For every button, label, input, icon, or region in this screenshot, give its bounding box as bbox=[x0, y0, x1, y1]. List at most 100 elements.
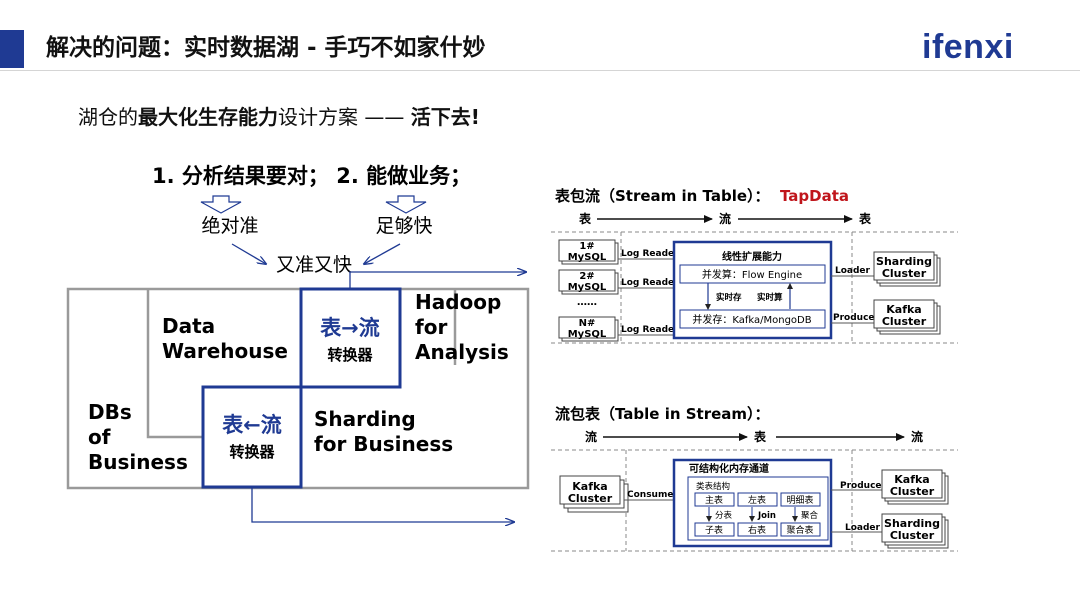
hadoop-line1: Hadoop bbox=[415, 290, 501, 314]
mysql-2-num: 2# bbox=[579, 271, 594, 282]
t2s-title: 表→流 bbox=[320, 316, 380, 340]
consumer-label: Consumer bbox=[627, 490, 678, 500]
sharding-line2: Cluster bbox=[882, 267, 927, 280]
engine-box2: 并发存：Kafka/MongoDB bbox=[692, 313, 811, 326]
mysql-n-box bbox=[558, 316, 616, 339]
in-kafka-line1: Kafka bbox=[572, 480, 607, 493]
subtitle-bold-1: 最大化生存能力 bbox=[138, 105, 278, 129]
engine-title: 线性扩展能力 bbox=[722, 250, 782, 263]
tis-flow-1: 表 bbox=[753, 429, 767, 444]
hadoop-line3: Analysis bbox=[415, 340, 509, 364]
mysql-n-name: MySQL bbox=[568, 329, 607, 340]
kafka-line1: Kafka bbox=[886, 303, 921, 316]
op-1: Join bbox=[757, 511, 776, 521]
out-sharding-line1: Sharding bbox=[884, 517, 940, 530]
mysql-1-name: MySQL bbox=[568, 252, 607, 263]
store-label: 实时存 bbox=[716, 292, 742, 303]
left-lakehouse-diagram: 1. 分析结果要对； 2. 能做业务； 绝对准 足够快 又准又快 Data Wa… bbox=[66, 164, 530, 522]
log-reader-label: Log Reader bbox=[621, 278, 679, 288]
arrow-to-stream-in-table bbox=[349, 272, 526, 289]
row1-1: 左表 bbox=[748, 494, 766, 506]
sit-flow-0: 表 bbox=[578, 211, 592, 226]
log-reader-label: Log Reader bbox=[621, 249, 679, 259]
tis-flow-2: 流 bbox=[911, 429, 923, 444]
dbs-line3: Business bbox=[88, 450, 188, 474]
tis-flow-0: 流 bbox=[585, 429, 597, 444]
dbs-line2: of bbox=[88, 425, 111, 449]
flow-engine-box bbox=[679, 264, 826, 284]
stream-to-table-converter bbox=[201, 385, 303, 489]
log-reader-label: Log Reader bbox=[621, 325, 679, 335]
in-kafka-cluster-box bbox=[559, 475, 621, 505]
out-kafka-cluster-box bbox=[881, 469, 943, 499]
dw-line1: Data bbox=[162, 314, 215, 338]
tis-producer-label: Producer bbox=[840, 481, 887, 491]
out-kafka-line2: Cluster bbox=[890, 485, 935, 498]
mysql-n-num: N# bbox=[579, 318, 596, 329]
sharding-line1: Sharding bbox=[876, 255, 932, 268]
in-kafka-line2: Cluster bbox=[568, 492, 613, 505]
tis-title: 流包表（Table in Stream）： bbox=[555, 405, 770, 423]
goals-text: 1. 分析结果要对； 2. 能做业务； bbox=[152, 164, 471, 188]
sharding-cluster-box bbox=[873, 251, 935, 281]
both-label: 又准又快 bbox=[276, 254, 352, 276]
kafka-cluster-box bbox=[873, 299, 935, 329]
sharding-line2: for Business bbox=[314, 432, 453, 456]
mysql-2-name: MySQL bbox=[568, 282, 607, 293]
t2s-sub: 转换器 bbox=[327, 346, 373, 364]
row2-2: 聚合表 bbox=[786, 524, 813, 536]
subtitle-prefix: 湖仓的 bbox=[78, 105, 138, 129]
loader-label: Loader bbox=[835, 266, 871, 276]
left-table-cell bbox=[737, 492, 778, 507]
hadoop-line2: for bbox=[415, 315, 447, 339]
s2t-title: 表←流 bbox=[222, 413, 282, 437]
channel-title: 可结构化内存通道 bbox=[689, 462, 769, 475]
sit-flow-2: 表 bbox=[858, 211, 872, 226]
arrow-icon bbox=[231, 243, 266, 264]
sharding-line1: Sharding bbox=[314, 407, 416, 431]
down-arrow-icon bbox=[385, 195, 427, 214]
down-arrow-icon bbox=[200, 195, 242, 214]
kafka-mongo-box bbox=[679, 309, 826, 329]
sit-brand: TapData bbox=[780, 187, 849, 205]
s2t-sub: 转换器 bbox=[229, 443, 275, 461]
title-accent-bar bbox=[0, 30, 24, 68]
producer-label: Producer bbox=[833, 313, 880, 323]
dw-boundary bbox=[146, 289, 203, 439]
compute-label: 实时算 bbox=[757, 292, 783, 303]
dw-line2: Warehouse bbox=[162, 339, 288, 363]
tis-loader-label: Loader bbox=[845, 523, 881, 533]
arrow-icon bbox=[364, 243, 401, 264]
sub-table-cell bbox=[694, 522, 735, 537]
header-divider bbox=[0, 70, 1080, 71]
fast-label: 足够快 bbox=[375, 215, 432, 237]
out-sharding-cluster-box bbox=[881, 513, 943, 543]
sit-title: 表包流（Stream in Table）： bbox=[555, 187, 770, 205]
row1-0: 主表 bbox=[705, 494, 723, 506]
mysql-2-box bbox=[558, 269, 616, 292]
mysql-1-num: 1# bbox=[579, 241, 594, 252]
row2-0: 子表 bbox=[705, 524, 723, 536]
accurate-label: 绝对准 bbox=[201, 215, 258, 237]
out-sharding-line2: Cluster bbox=[890, 529, 935, 542]
table-to-stream-converter bbox=[299, 287, 402, 389]
sources-ellipsis: …… bbox=[577, 297, 597, 308]
kafka-line2: Cluster bbox=[882, 315, 927, 328]
detail-table-cell bbox=[780, 492, 821, 507]
row1-2: 明细表 bbox=[786, 494, 813, 506]
arrow-to-table-in-stream bbox=[251, 487, 514, 522]
out-kafka-line1: Kafka bbox=[894, 473, 929, 486]
right-table-cell bbox=[737, 522, 778, 537]
dbs-line1: DBs bbox=[88, 400, 132, 424]
subtitle-middle: 设计方案 —— bbox=[278, 105, 411, 129]
op-2: 聚合 bbox=[801, 510, 819, 521]
page-title: 解决的问题：实时数据湖 - 手巧不如家什妙 bbox=[46, 35, 486, 61]
main-table-cell bbox=[694, 492, 735, 507]
agg-table-cell bbox=[780, 522, 821, 537]
op-0: 分表 bbox=[715, 510, 733, 521]
sit-flow-1: 流 bbox=[719, 211, 731, 226]
subtitle: 湖仓的最大化生存能力设计方案 —— 活下去! bbox=[78, 101, 480, 130]
stream-in-table-diagram: 表包流（Stream in Table）： TapData 表 流 表 1# M… bbox=[551, 187, 958, 344]
row2-1: 右表 bbox=[748, 524, 766, 536]
mysql-1-box bbox=[558, 239, 616, 262]
